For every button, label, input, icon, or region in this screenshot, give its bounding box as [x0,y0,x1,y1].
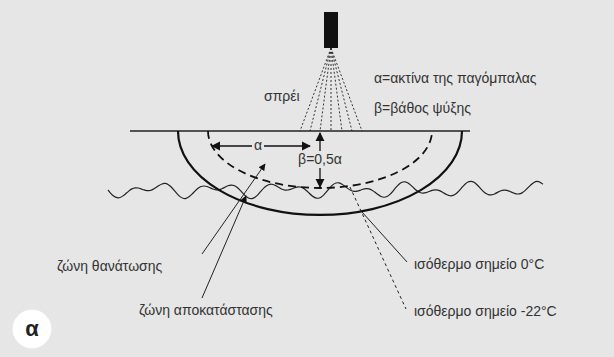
leader-line [350,187,406,309]
leader-arrow [202,164,265,254]
legend-note: α=ακτίνα της παγόμπαλας [372,70,539,87]
dimension-label: α [252,137,264,154]
zone-label: ζώνη θανάτωσης [55,258,164,275]
isotherm-minus22 [208,131,432,188]
dimension-label: β=0,5α [296,151,344,168]
leader-arrow [202,196,246,298]
legend-note: β=βάθος ψύξης [372,100,473,117]
isotherm-label: ισόθερμο σημείο -22°C [412,303,559,320]
zone-label: ζώνη αποκατάστασης [137,302,275,319]
spray-fan [300,48,362,131]
spray-nozzle [324,12,338,48]
figure-letter: α [25,317,39,341]
isotherm-0 [178,131,462,215]
figure-letter-circle: α [12,309,52,349]
skin-surface [130,130,470,131]
circle-shape [13,310,51,348]
spray-label: σπρέι [262,88,302,105]
isotherm-label: ισόθερμο σημείο 0°C [412,256,546,273]
tissue-wave [108,181,543,198]
leader-line [362,212,407,262]
